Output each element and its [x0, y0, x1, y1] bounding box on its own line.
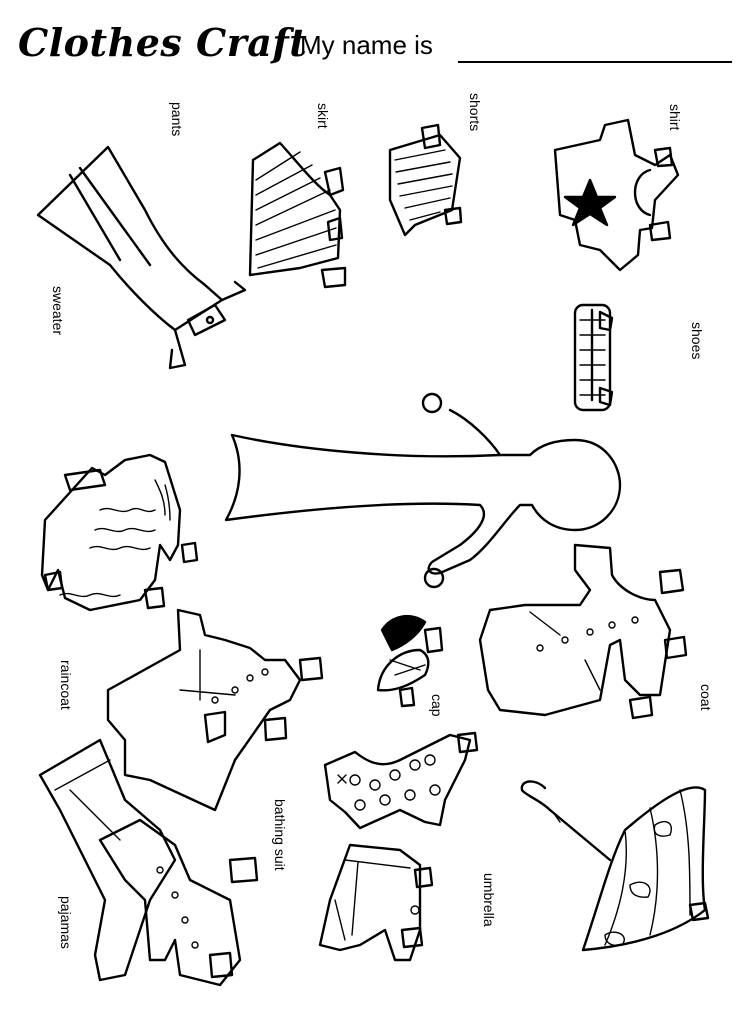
raincoat-item[interactable]	[106, 608, 324, 812]
paper-doll-figure[interactable]	[224, 392, 622, 589]
sweater-item[interactable]	[40, 453, 199, 612]
umbrella-item[interactable]	[520, 780, 710, 952]
pants-item[interactable]	[36, 145, 247, 370]
bathing-suit-item[interactable]	[323, 731, 479, 830]
skirt-item[interactable]	[248, 141, 347, 289]
trunks-item[interactable]	[318, 843, 434, 962]
coat-item[interactable]	[478, 543, 688, 720]
name-prompt: My name is	[300, 30, 433, 60]
page-title: Clothes Craft	[18, 20, 308, 65]
name-write-line[interactable]	[458, 61, 732, 63]
shoes-item[interactable]	[573, 303, 614, 412]
shorts-item[interactable]	[388, 123, 463, 237]
pajamas-item[interactable]	[38, 738, 259, 987]
shirt-item[interactable]	[553, 118, 680, 272]
cap-item[interactable]	[376, 614, 444, 708]
